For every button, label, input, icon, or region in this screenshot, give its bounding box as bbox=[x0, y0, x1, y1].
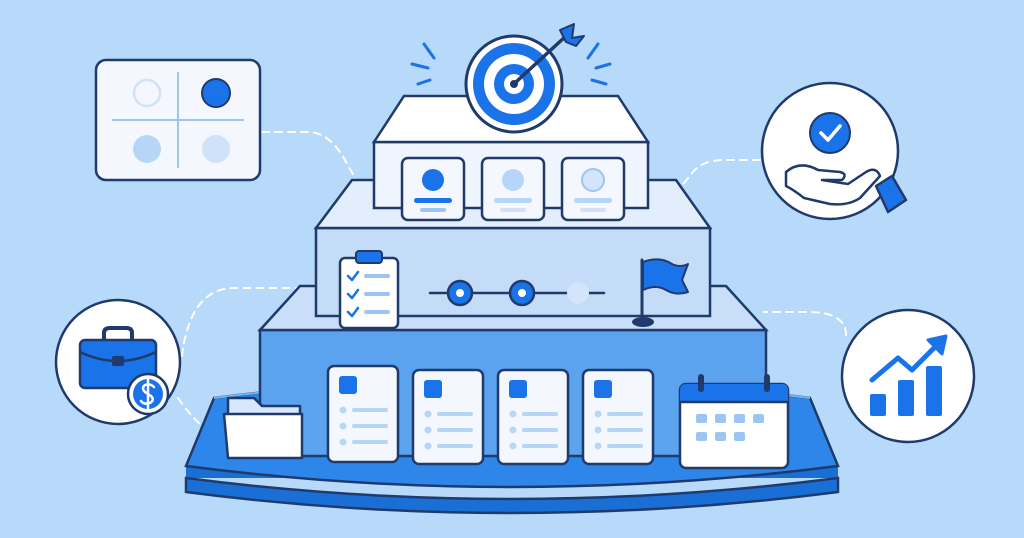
milestone-timeline-icon bbox=[428, 279, 606, 307]
growth-chart-icon bbox=[840, 308, 976, 444]
top-card bbox=[400, 156, 466, 222]
calendar-icon bbox=[678, 374, 790, 470]
briefcase-dollar-icon bbox=[54, 298, 182, 426]
document-card bbox=[411, 368, 485, 466]
top-card bbox=[560, 156, 626, 222]
checklist-clipboard-icon bbox=[338, 250, 400, 330]
quadrant-matrix-icon bbox=[94, 58, 262, 182]
arrow-icon bbox=[514, 23, 585, 84]
document-card bbox=[326, 364, 400, 464]
top-card bbox=[480, 156, 546, 222]
document-card bbox=[581, 368, 655, 466]
document-card bbox=[496, 368, 570, 466]
hand-check-icon bbox=[760, 81, 908, 221]
folder-icon bbox=[222, 396, 304, 460]
flag-icon bbox=[632, 258, 689, 327]
